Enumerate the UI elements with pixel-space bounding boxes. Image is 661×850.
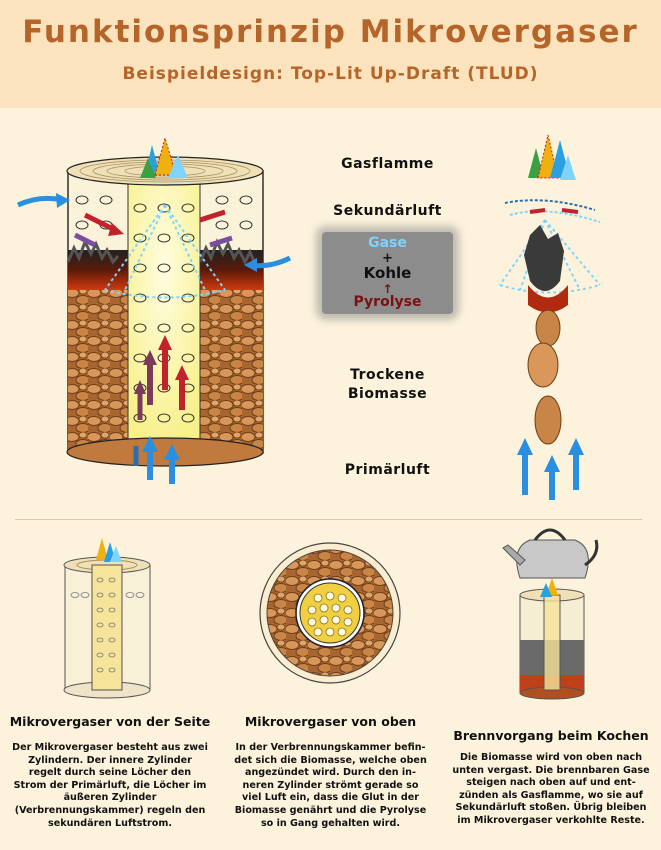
label-trockene: Trockene [350, 367, 425, 383]
side-view-diagram [63, 538, 151, 699]
cooking-diagram [502, 528, 599, 700]
arrow-up-icon: ↑ [382, 282, 393, 296]
caption-title-side: Mikrovergaser von der Seite [9, 714, 211, 729]
outer-cylinder [67, 170, 264, 454]
right-primary-air [517, 438, 584, 500]
caption-text-cooking: Die Biomasse wird von oben nach unten ve… [452, 752, 650, 826]
label-gase: Gase [368, 235, 407, 251]
char-zone-left [68, 250, 128, 290]
label-gasflamme: Gasflamme [341, 156, 434, 172]
caption-text-side: Der Mikrovergaser besteht aus zwei Zylin… [12, 742, 208, 829]
inner-cylinder [127, 177, 201, 441]
gas-cone [104, 204, 226, 299]
char-zone-right [200, 250, 263, 290]
right-biomass [527, 309, 562, 445]
right-gas-cone [499, 219, 601, 294]
label-kohle: Kohle [363, 264, 412, 282]
pyrolysis-box: Gase + Kohle ↑ Pyrolyse [322, 232, 453, 314]
header-band [0, 0, 661, 108]
char-spikes [66, 238, 258, 267]
caption-text-top: In der Verbrennungskammer befin- det sic… [234, 742, 427, 829]
updraft-arrows [134, 335, 189, 420]
right-char [524, 225, 564, 291]
top-view-diagram [259, 542, 401, 684]
inner-holes [75, 195, 253, 423]
caption-title-cooking: Brennvorgang beim Kochen [453, 728, 649, 743]
label-plus: + [382, 251, 393, 266]
right-secondary-air [504, 199, 601, 223]
label-primaerluft: Primärluft [344, 462, 431, 478]
secondary-air-arrows [16, 193, 292, 272]
biomass-right [200, 290, 263, 450]
flame-icon [140, 136, 188, 178]
stove-bottom [66, 437, 264, 467]
label-sekundaerluft: Sekundärluft [333, 203, 442, 219]
page-title: Funktionsprinzip Mikrovergaser [22, 14, 639, 50]
biomass-left [68, 290, 128, 450]
label-pyrolyse: Pyrolyse [353, 294, 422, 310]
primary-air-arrows [133, 436, 180, 484]
right-flame-icon [528, 134, 576, 180]
label-biomasse: Biomasse [347, 386, 428, 402]
caption-title-top: Mikrovergaser von oben [244, 714, 417, 729]
section-divider [15, 519, 642, 520]
stove-top [66, 156, 264, 186]
page-subtitle: Beispieldesign: Top-Lit Up-Draft (TLUD) [122, 64, 539, 84]
